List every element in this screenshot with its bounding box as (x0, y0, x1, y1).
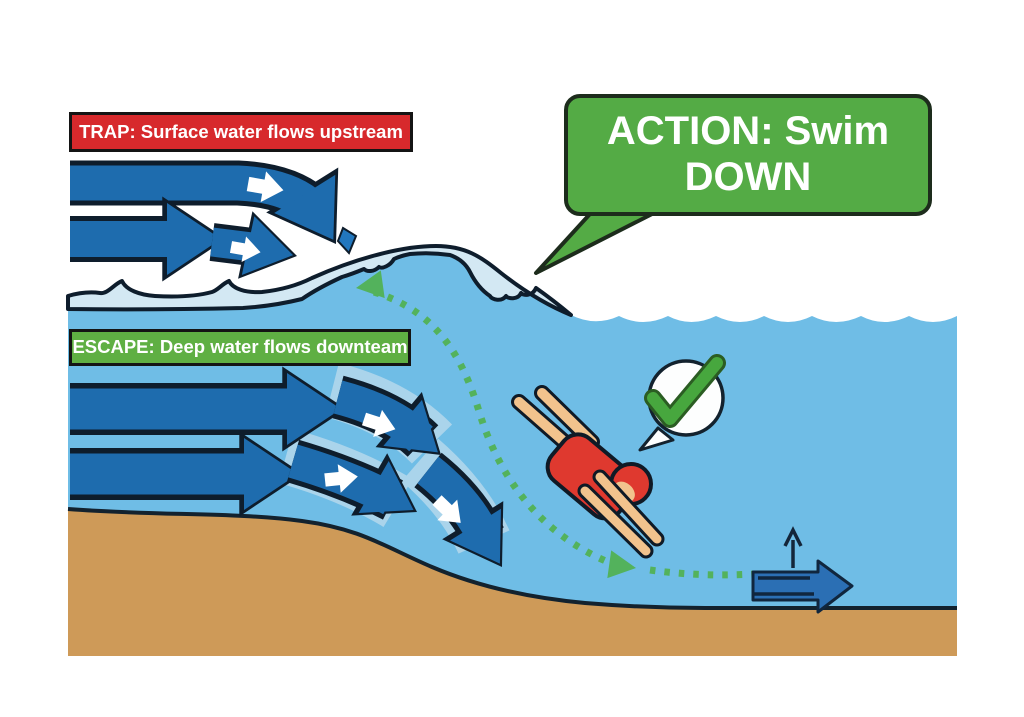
bottom-outflow-group (751, 526, 854, 614)
surface-trap-arrows (70, 160, 373, 290)
deep-escape-arrows (70, 366, 533, 587)
approval-bubble (638, 354, 726, 452)
swimmer-arms (580, 472, 662, 556)
riverbed-outline (67, 507, 957, 610)
upwell-arrow (783, 526, 803, 568)
plunge-fleck-icon (336, 226, 358, 255)
wave-surface-foam-band (66, 244, 573, 317)
check-icon (647, 357, 723, 425)
riverbed (68, 509, 957, 656)
action-bubble: ACTION: Swim DOWN (564, 94, 932, 216)
approval-bubble-tail (638, 426, 675, 452)
escape-route-curve (372, 288, 610, 566)
trap-label: TRAP: Surface water flows upstream (69, 112, 413, 152)
swimmer (511, 385, 665, 559)
outflow-speed-lines (753, 576, 814, 596)
escape-route-dotted-path (354, 270, 755, 582)
outflow-arrow (751, 559, 854, 614)
escape-label: ESCAPE: Deep water flows downteam (69, 329, 411, 366)
